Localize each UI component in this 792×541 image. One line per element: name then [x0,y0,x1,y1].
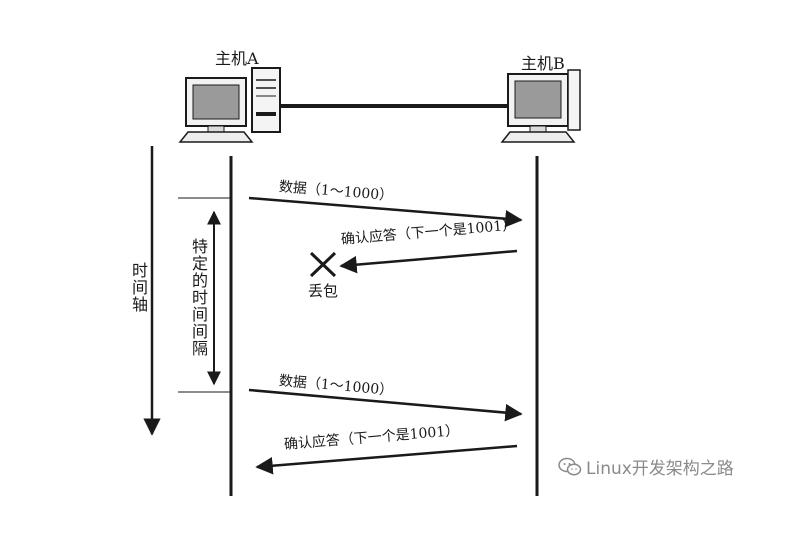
host-b-label: 主机B [521,54,565,73]
ack-arrow-1-lost [339,249,518,274]
watermark: Linux开发架构之路 [558,454,734,482]
host-a-computer-icon [178,67,281,143]
time-axis-label: 时间轴 [129,262,148,313]
data-arrow-1 [248,196,523,228]
host-a-label: 主机A [215,49,259,68]
host-b-computer-icon [500,69,581,143]
data-arrow-2 [248,388,523,422]
watermark-text: Linux开发架构之路 [586,459,734,479]
packet-loss-icon [309,251,337,278]
packet-loss-label: 丢包 [308,282,339,300]
interval-label: 特定的时间间隔 [189,238,208,357]
ack-arrow-2 [255,444,518,475]
wechat-icon [558,457,582,482]
